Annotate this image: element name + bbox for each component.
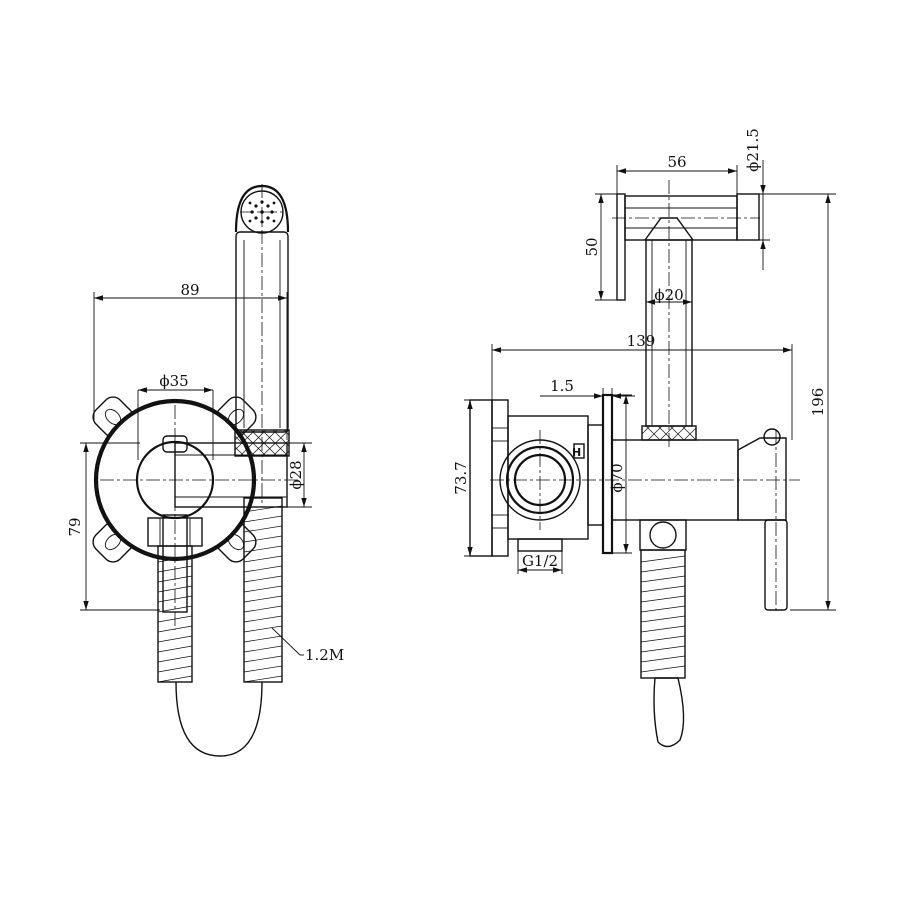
valve-marking: H (572, 446, 581, 459)
dim-side-head-length: 56 (667, 153, 686, 171)
dim-side-plate-thickness: 1.5 (550, 377, 574, 395)
dim-side-head-dia: ϕ21.5 (744, 128, 762, 172)
dim-side-overall-width: 139 (627, 332, 656, 350)
side-hose (639, 519, 687, 748)
dim-side-cover-dia: ϕ70 (608, 463, 626, 492)
front-view: 89 ϕ35 ϕ28 79 1.2M (66, 184, 344, 757)
valve-body (611, 428, 788, 611)
front-centerlines (100, 184, 298, 630)
dim-hose-length: 1.2M (305, 646, 344, 664)
dim-front-width: 89 (180, 281, 199, 299)
side-centerlines (490, 180, 800, 612)
dim-front-flange-dia: ϕ35 (159, 372, 188, 390)
dim-side-head-height: 50 (583, 237, 601, 256)
spray-head (616, 193, 760, 301)
dim-side-pipe-dia: ϕ20 (654, 286, 683, 304)
side-view: H 56 (452, 128, 836, 748)
dim-front-height: 79 (66, 517, 84, 536)
dim-front-spout-dia: ϕ28 (287, 460, 305, 489)
front-dimensions: 89 ϕ35 ϕ28 79 1.2M (66, 281, 344, 664)
dim-side-body-height: 73.7 (452, 461, 470, 494)
dim-side-overall-height: 196 (809, 388, 827, 417)
side-dimensions: 56 ϕ21.5 50 ϕ20 139 1.5 7 (452, 128, 836, 611)
wall-box: H (469, 393, 614, 557)
dim-side-thread: G1/2 (522, 552, 558, 570)
